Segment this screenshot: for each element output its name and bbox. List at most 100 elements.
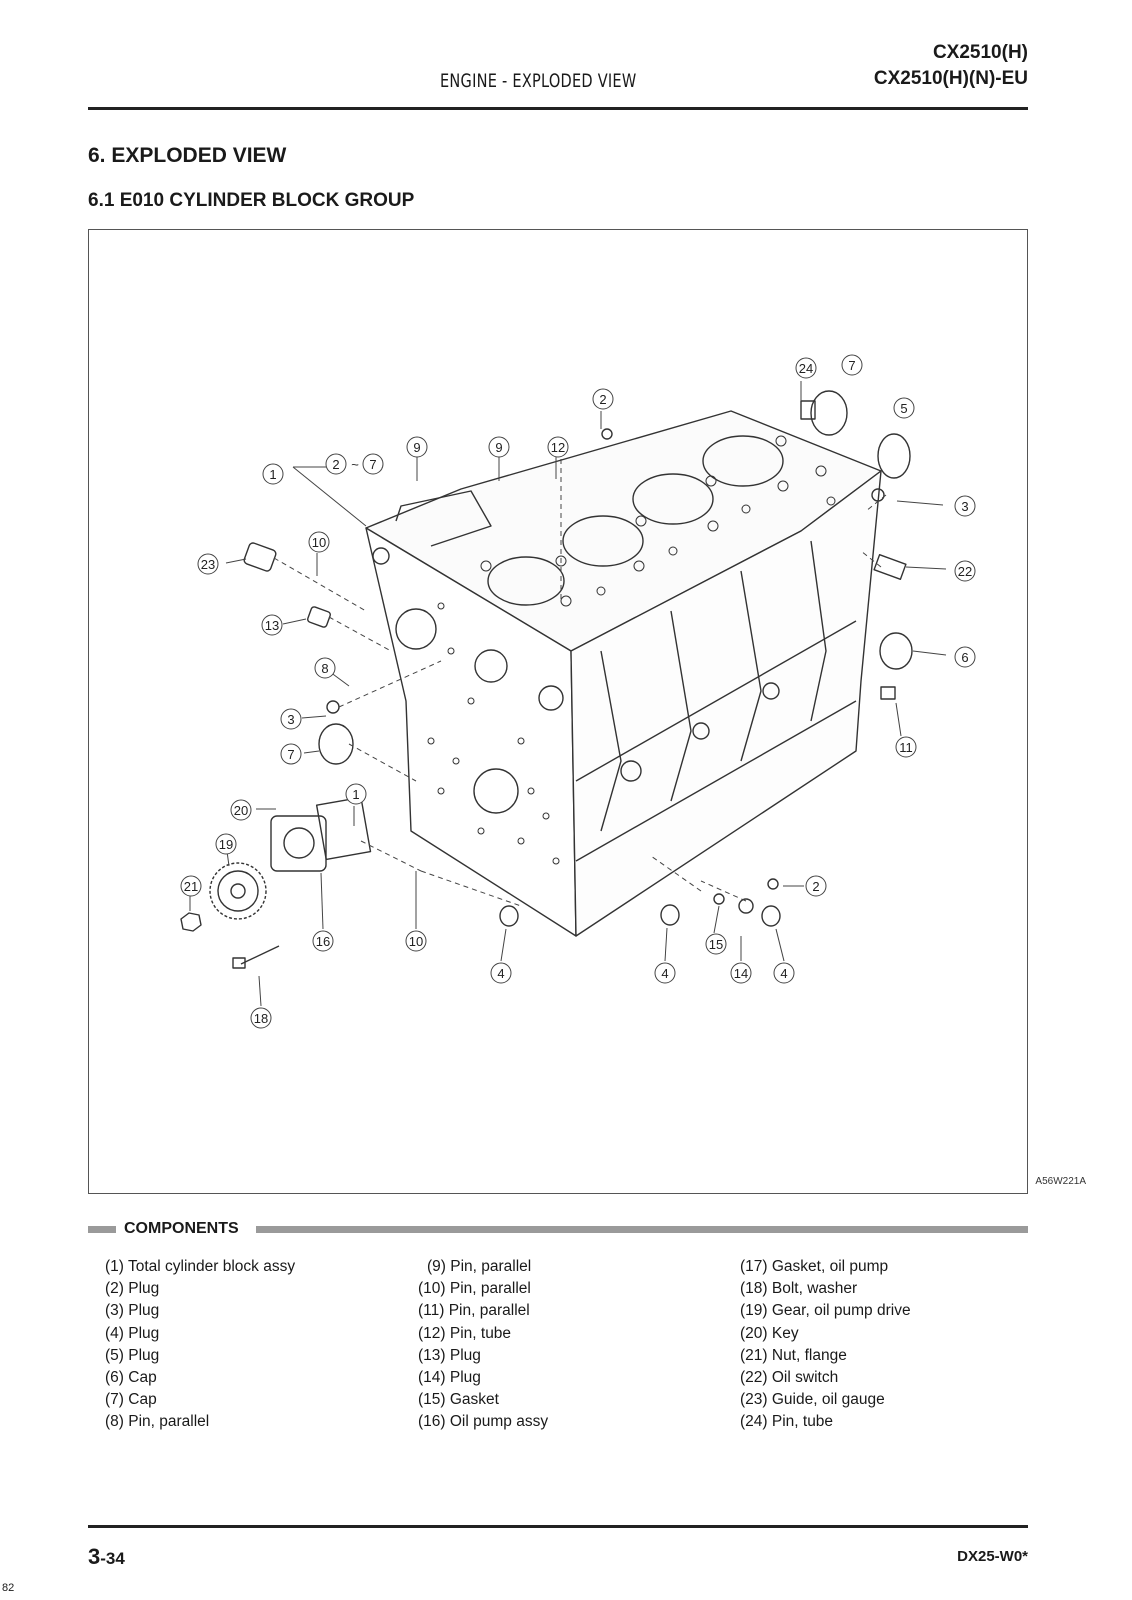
component-item: (17) Gasket, oil pump — [740, 1258, 889, 1275]
callout-21 — [180, 875, 202, 897]
callout-label: 4 — [780, 966, 787, 981]
callout-label: 10 — [409, 934, 423, 949]
callout-label: 24 — [799, 361, 813, 376]
callout-8 — [314, 657, 336, 679]
callout-label: 1 — [269, 467, 276, 482]
footer-rule — [88, 1525, 1028, 1528]
callout-7 — [841, 354, 863, 376]
callout-1 — [345, 783, 367, 805]
callout-3 — [280, 708, 302, 730]
section-title: 6. EXPLODED VIEW — [88, 144, 287, 167]
figure-id: A56W221A — [1035, 1176, 1086, 1187]
components-bar-left — [88, 1226, 116, 1233]
component-item: (24) Pin, tube — [740, 1413, 834, 1431]
bore-1 — [487, 556, 565, 606]
callout-24 — [795, 357, 817, 379]
component-item: (1) Total cylinder block assy — [105, 1258, 296, 1275]
model-designations: CX2510(H) CX2510(H)(N)-EU — [874, 40, 1028, 92]
pump-gasket — [315, 796, 372, 861]
callout-label: 14 — [734, 966, 748, 981]
model-line: CX2510(H) — [932, 42, 1028, 63]
components-column-1: (1) Total cylinder block assy (2) Plug (… — [105, 1256, 295, 1434]
callout-10 — [405, 930, 427, 952]
components-header: COMPONENTS — [88, 1220, 1028, 1238]
callout-7 — [280, 743, 302, 765]
callout-label: 1 — [352, 787, 359, 802]
component-item: (10) Pin, parallel — [418, 1280, 531, 1298]
callout-10 — [308, 531, 330, 553]
front-bore-upper — [395, 608, 437, 650]
subsection-title: 6.1 E010 CYLINDER BLOCK GROUP — [88, 190, 415, 211]
component-item: (20) Key — [740, 1324, 799, 1342]
pump-drive-gear — [209, 862, 267, 920]
callout-14 — [730, 962, 752, 984]
callout-label: 9 — [413, 440, 420, 455]
callout-3 — [954, 495, 976, 517]
component-item: (9) Pin, parallel — [427, 1258, 532, 1275]
bore-3 — [632, 473, 714, 525]
callout-2 — [325, 453, 347, 475]
callout-label: 6 — [961, 650, 968, 665]
exploded-view-drawing: 1 2 ~ 7 9 9 12 2 24 7 5 3 22 10 23 13 6 … — [180, 354, 976, 1029]
callout-7 — [362, 453, 384, 475]
callout-label: 20 — [234, 803, 248, 818]
component-item: (4) Plug — [105, 1324, 160, 1342]
component-item: (3) Plug — [105, 1302, 160, 1320]
components-label: COMPONENTS — [124, 1220, 239, 1237]
callout-13 — [261, 614, 283, 636]
callout-label: 7 — [848, 358, 855, 373]
callout-label: 12 — [551, 440, 565, 455]
callout-label: 21 — [184, 879, 198, 894]
model-line: CX2510(H)(N)-EU — [873, 68, 1028, 89]
component-item: (12) Pin, tube — [418, 1324, 512, 1342]
callout-label: 7 — [287, 747, 294, 762]
callout-label: 7 — [369, 457, 376, 472]
component-item: (15) Gasket — [418, 1391, 499, 1409]
document-code: DX25-W0* — [957, 1548, 1028, 1565]
callout-5 — [893, 397, 915, 419]
callout-label: 4 — [661, 966, 668, 981]
block-front-face — [365, 527, 577, 937]
margin-number: 82 — [2, 1582, 15, 1594]
component-item: (6) Cap — [105, 1368, 157, 1386]
components-column-3: (17) Gasket, oil pump (18) Bolt, washer … — [740, 1256, 911, 1434]
component-item: (8) Pin, parallel — [105, 1413, 210, 1431]
callout-label: 5 — [900, 401, 907, 416]
callout-22 — [954, 560, 976, 582]
front-bore-lower — [473, 768, 519, 814]
callout-9 — [406, 436, 428, 458]
callout-23 — [197, 553, 219, 575]
component-item: (11) Pin, parallel — [418, 1302, 530, 1320]
callout-6 — [954, 646, 976, 668]
oil-pump-body — [270, 815, 327, 872]
bore-2 — [562, 515, 644, 567]
header-title: ENGINE - EXPLODED VIEW — [440, 70, 637, 92]
callout-9 — [488, 436, 510, 458]
component-item: (23) Guide, oil gauge — [740, 1391, 885, 1409]
callout-label: 16 — [316, 934, 330, 949]
callout-label: 22 — [958, 564, 972, 579]
callout-2 — [592, 388, 614, 410]
callout-label: 13 — [265, 618, 279, 633]
callout-1 — [262, 463, 284, 485]
header-rule — [88, 107, 1028, 110]
callout-label: 2 — [812, 879, 819, 894]
callout-4 — [773, 962, 795, 984]
components-bar-right — [256, 1226, 1028, 1233]
component-item: (2) Plug — [105, 1280, 160, 1298]
callout-2 — [805, 875, 827, 897]
callout-label: 3 — [287, 712, 294, 727]
bore-4 — [702, 435, 784, 487]
callout-label: 10 — [312, 535, 326, 550]
exploded-view-figure: 1 2 ~ 7 9 9 12 2 24 7 5 3 22 10 23 13 6 … — [88, 229, 1028, 1194]
component-item: (16) Oil pump assy — [418, 1413, 549, 1431]
callout-label: 9 — [495, 440, 502, 455]
callout-11 — [895, 736, 917, 758]
component-item: (21) Nut, flange — [740, 1346, 847, 1364]
callout-label: 2 — [332, 457, 339, 472]
components-column-2: (9) Pin, parallel (10) Pin, parallel (11… — [418, 1256, 548, 1434]
callout-12 — [547, 436, 569, 458]
callout-16 — [312, 930, 334, 952]
callout-19 — [215, 833, 237, 855]
page-chapter: 3 — [88, 1544, 101, 1569]
